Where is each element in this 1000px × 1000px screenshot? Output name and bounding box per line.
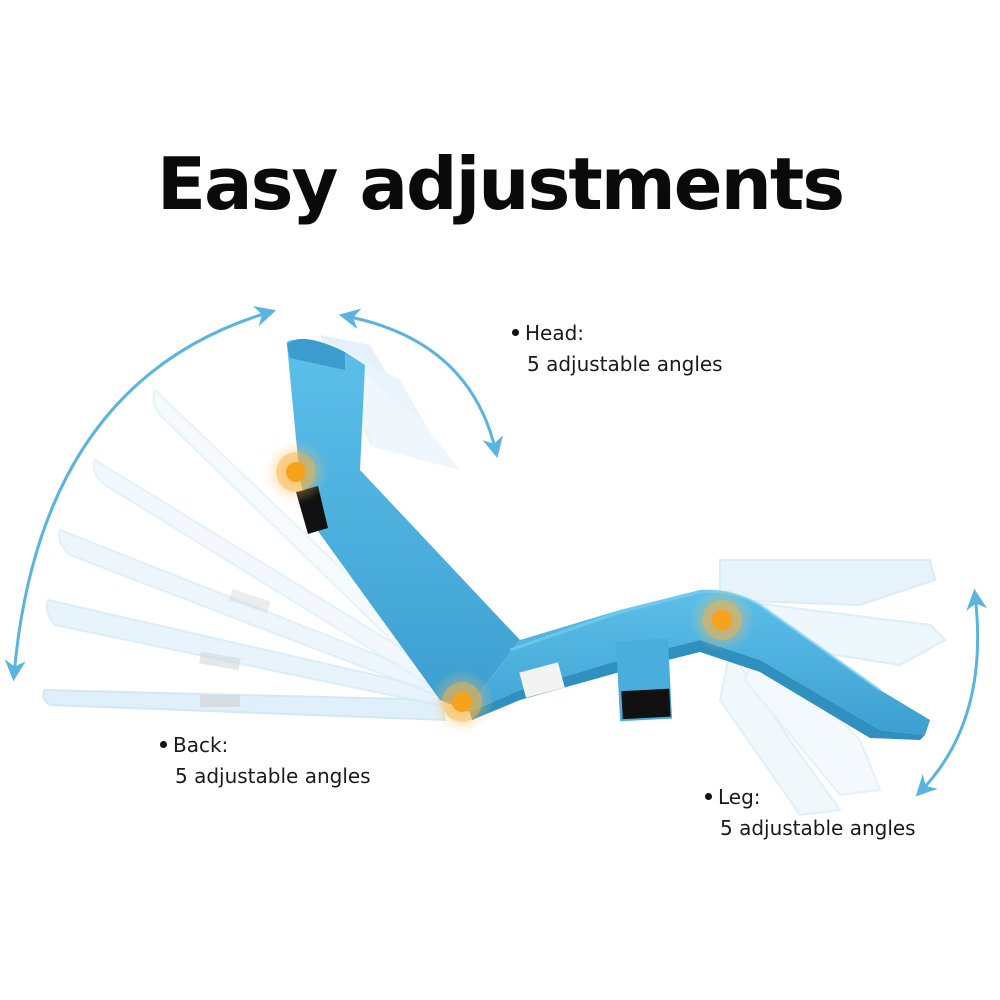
head-label-name: Head: bbox=[525, 321, 585, 345]
leg-adjustment-label: Leg: 5 adjustable angles bbox=[705, 782, 916, 844]
back-adjustment-label: Back: 5 adjustable angles bbox=[160, 730, 371, 792]
leg-label-detail: 5 adjustable angles bbox=[720, 816, 916, 840]
bullet-icon bbox=[160, 741, 167, 748]
head-adjustment-label: Head: 5 adjustable angles bbox=[512, 318, 723, 380]
leg-arrow-icon bbox=[915, 588, 988, 797]
head-label-detail: 5 adjustable angles bbox=[527, 352, 723, 376]
leg-label-name: Leg: bbox=[718, 785, 761, 809]
page-title: Easy adjustments bbox=[156, 142, 845, 226]
back-label-detail: 5 adjustable angles bbox=[175, 764, 371, 788]
back-arrow-icon bbox=[4, 306, 277, 682]
hinge-leg bbox=[690, 588, 754, 652]
back-label-name: Back: bbox=[173, 733, 229, 757]
head-arrow-icon bbox=[338, 308, 503, 459]
hinge-back bbox=[430, 670, 494, 734]
bullet-icon bbox=[705, 793, 712, 800]
hinge-head bbox=[264, 440, 328, 504]
bullet-icon bbox=[512, 329, 519, 336]
